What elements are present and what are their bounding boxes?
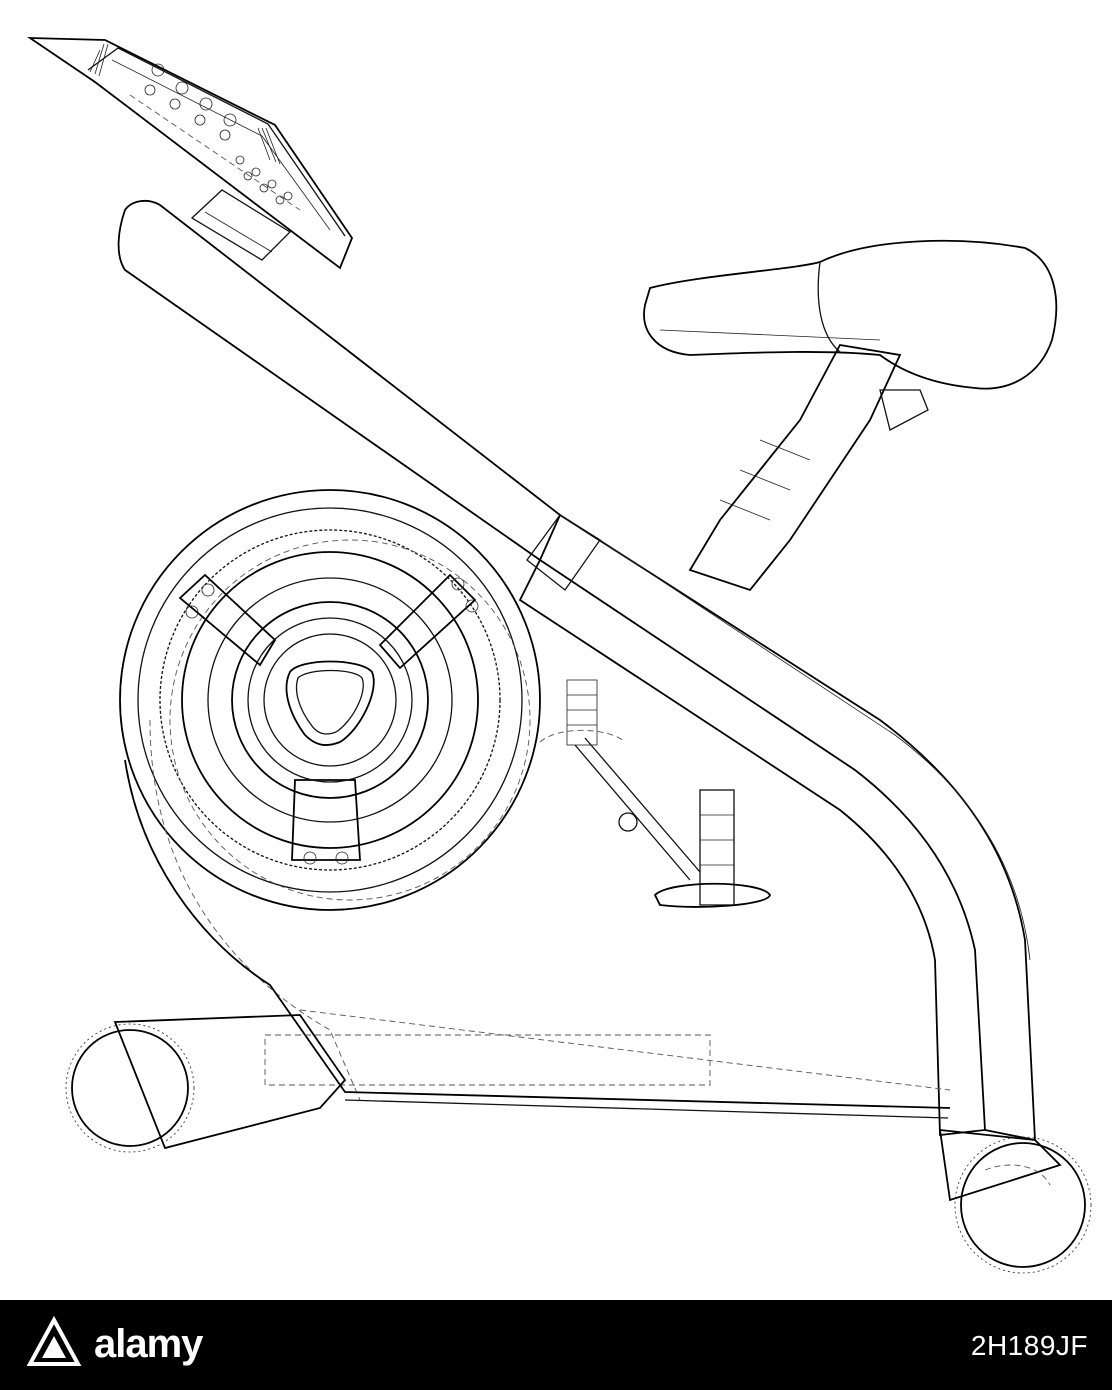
exercise-bike-wireframe: [26, 37, 1092, 1274]
brand-logo: alamy: [26, 1312, 203, 1376]
wireframe-drawing: [26, 37, 1092, 1274]
flywheel-hub: [231, 601, 429, 799]
crank-and-pedals: [539, 679, 771, 908]
watermark-footer: alamy 2H189JF: [0, 1300, 1112, 1390]
front-stabilizer-foot: [65, 1014, 347, 1153]
rear-stabilizer-foot: [938, 1128, 1092, 1274]
main-frame-tube: [117, 199, 1036, 1142]
base-frame: [264, 1009, 951, 1091]
alamy-logo-icon: [26, 1316, 82, 1366]
seat-post: [688, 344, 929, 592]
image-id-label: 2H189JF: [970, 1330, 1088, 1361]
saddle: [643, 239, 1058, 390]
console-display: [26, 37, 354, 270]
flywheel-housing: [119, 489, 951, 1119]
brand-logo-text: alamy: [94, 1321, 203, 1366]
flywheel-spokes: [178, 573, 479, 865]
